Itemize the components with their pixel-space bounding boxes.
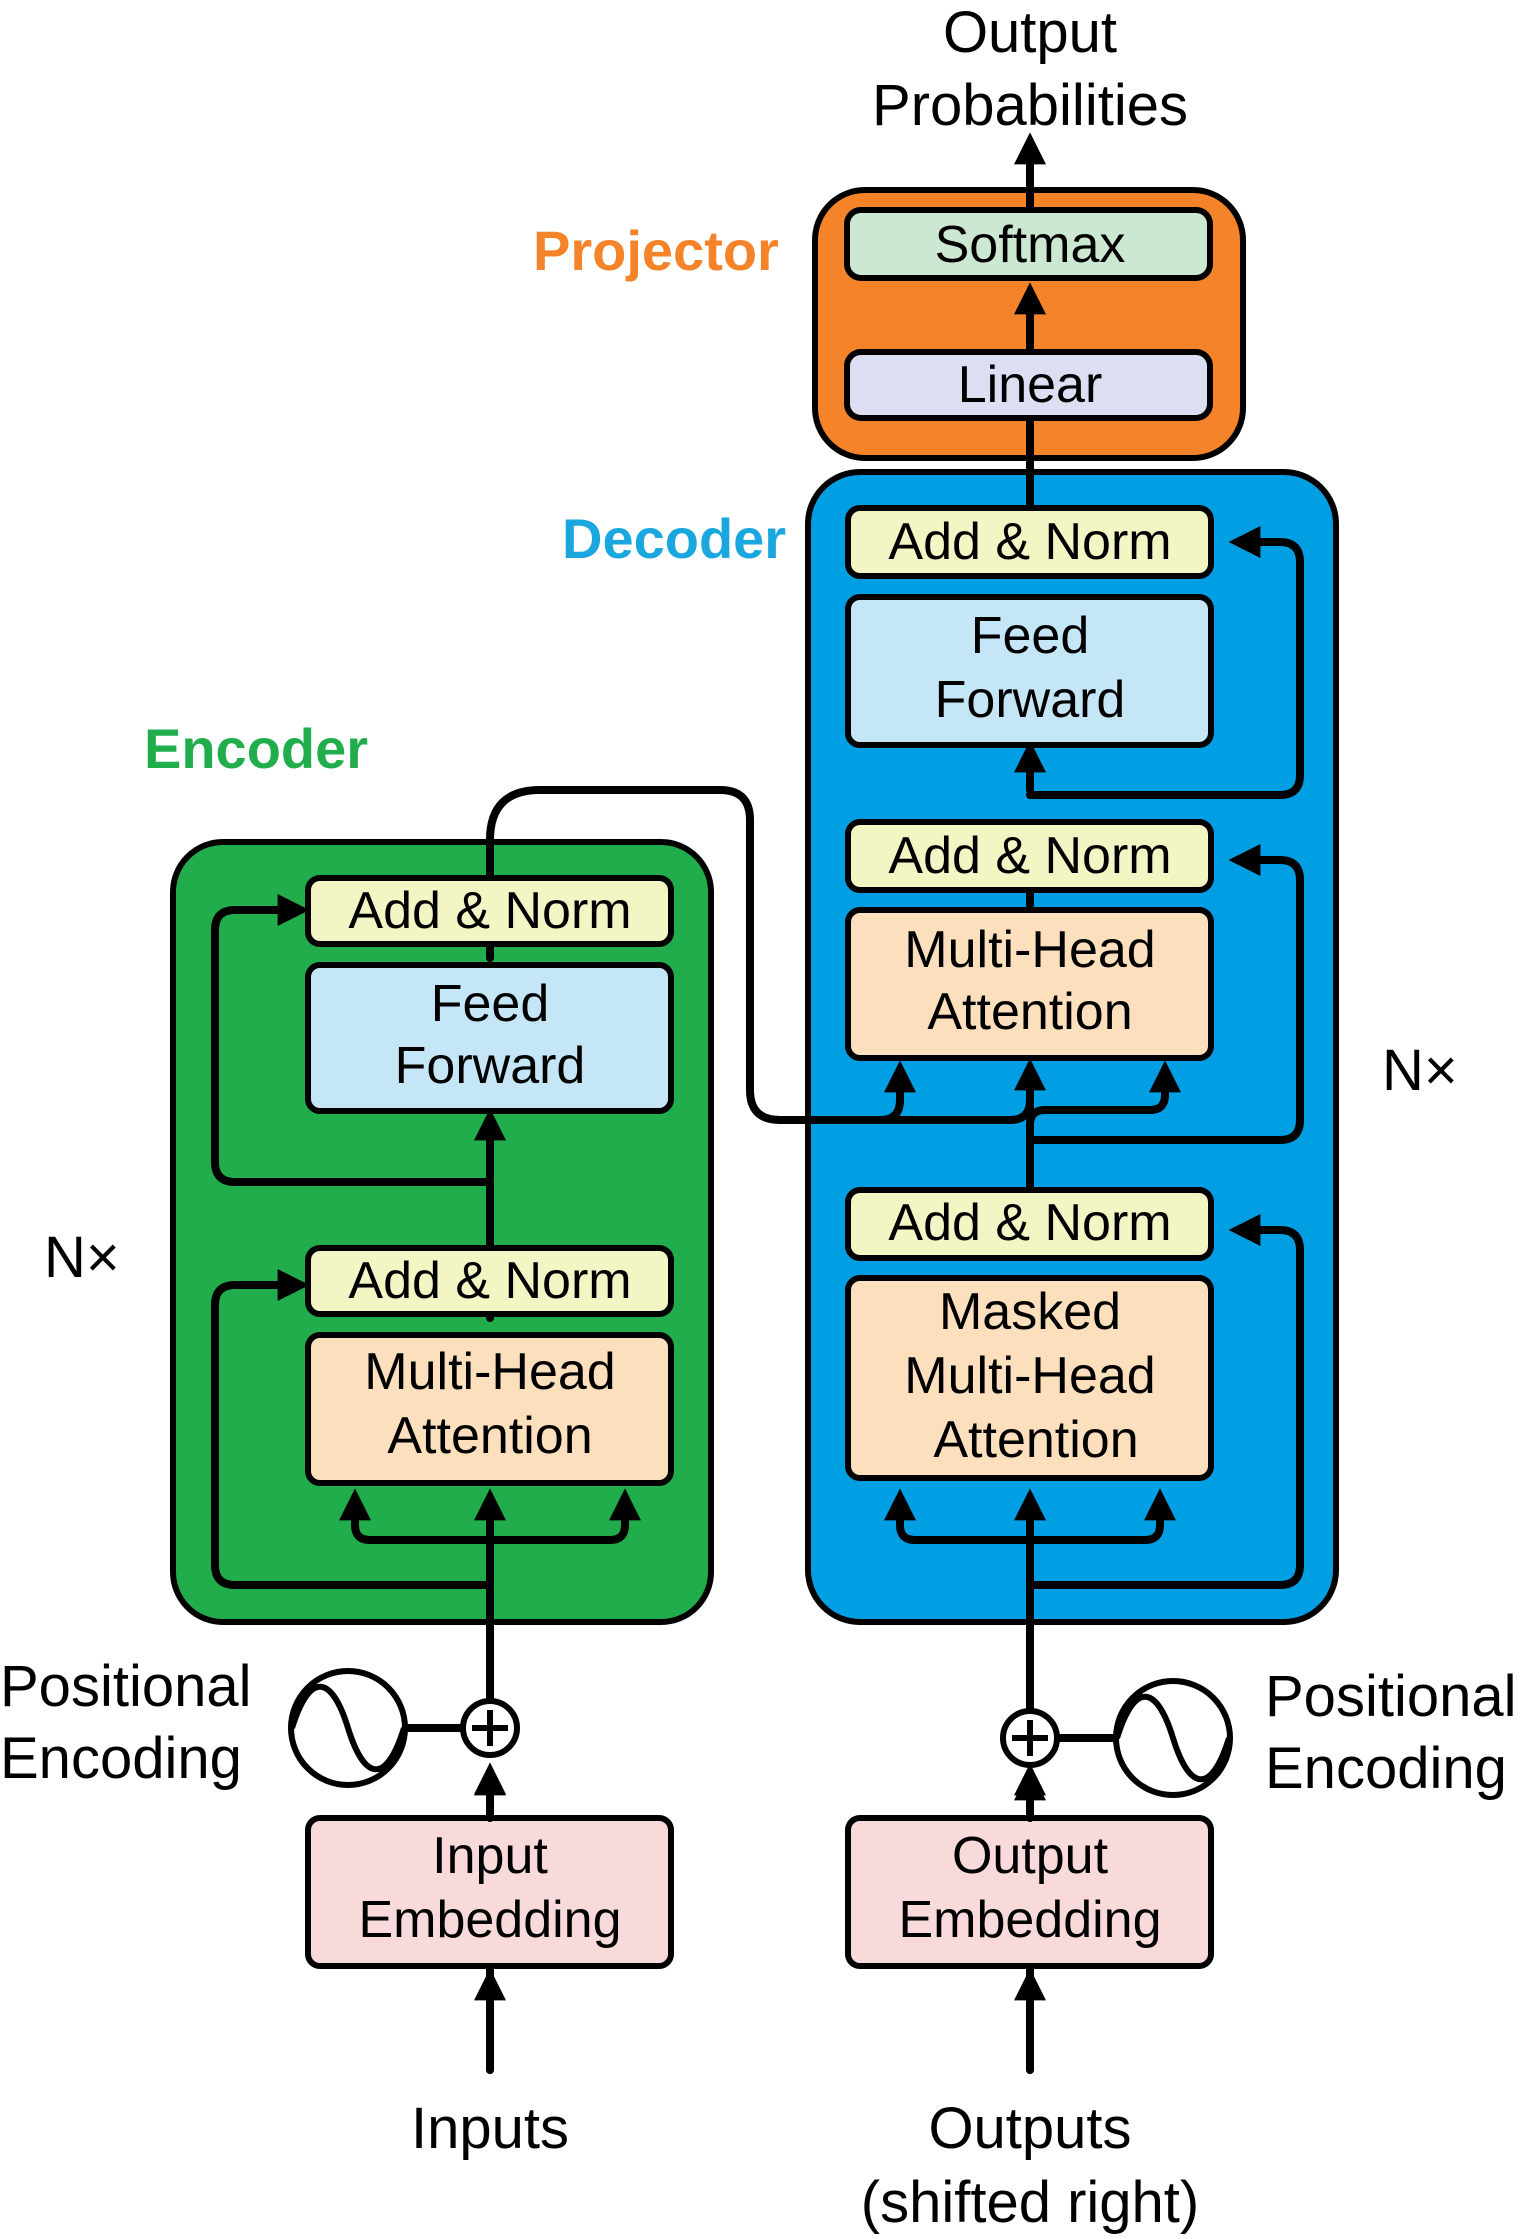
output-embedding-line1: Output	[952, 1827, 1109, 1885]
encoder-add-norm-bottom	[305, 1245, 674, 1317]
encoder-title: Encoder	[144, 717, 368, 780]
decoder-add-norm-mid-label: Add & Norm	[888, 827, 1171, 885]
decoder-add-norm-bottom	[845, 1187, 1214, 1261]
output-probabilities-line1: Output	[943, 0, 1117, 65]
decoder-masked-line3: Attention	[933, 1411, 1138, 1469]
inputs-label: Inputs	[411, 2096, 569, 2161]
decoder-masked-attention	[845, 1275, 1214, 1481]
left-positional-line1: Positional	[0, 1654, 251, 1719]
encoder-add-norm-bottom-label: Add & Norm	[348, 1252, 631, 1310]
decoder-title: Decoder	[562, 507, 786, 570]
decoder-mha-line2: Attention	[927, 983, 1132, 1041]
outputs-line2: (shifted right)	[861, 2170, 1199, 2235]
decoder-multi-head-attention	[845, 907, 1214, 1061]
input-embedding-line1: Input	[432, 1827, 548, 1885]
encoder-feed-forward-line1: Feed	[431, 975, 550, 1033]
output-embedding-line2: Embedding	[898, 1891, 1161, 1949]
outputs-line1: Outputs	[928, 2096, 1131, 2161]
decoder-masked-line1: Masked	[939, 1283, 1121, 1341]
projector-title: Projector	[533, 219, 779, 282]
output-probabilities-line2: Probabilities	[872, 73, 1188, 138]
decoder-feed-forward	[845, 594, 1214, 748]
decoder-repeat-label: N×	[1382, 1038, 1458, 1103]
encoder-feed-forward-line2: Forward	[395, 1037, 586, 1095]
linear-box	[844, 349, 1213, 421]
decoder-add-norm-mid	[845, 819, 1214, 893]
left-positional-line2: Encoding	[0, 1726, 242, 1791]
decoder-add-norm-bottom-label: Add & Norm	[888, 1194, 1171, 1252]
decoder-mha-line1: Multi-Head	[904, 921, 1155, 979]
right-positional-line2: Encoding	[1265, 1736, 1507, 1801]
decoder-add-norm-top	[845, 505, 1214, 579]
decoder-masked-line2: Multi-Head	[904, 1347, 1155, 1405]
input-embedding-line2: Embedding	[358, 1891, 621, 1949]
encoder-add-norm-top-label: Add & Norm	[348, 882, 631, 940]
encoder-mha-line2: Attention	[387, 1407, 592, 1465]
encoder-block	[170, 839, 714, 1625]
encoder-multi-head-attention	[305, 1332, 674, 1486]
softmax-label: Softmax	[935, 216, 1126, 274]
encoder-mha-line1: Multi-Head	[364, 1343, 615, 1401]
encoder-feed-forward	[305, 962, 674, 1114]
right-positional-line1: Positional	[1265, 1664, 1516, 1729]
encoder-repeat-label: N×	[44, 1225, 120, 1290]
decoder-feed-forward-line1: Feed	[971, 607, 1090, 665]
encoder-add-norm-top	[305, 875, 674, 947]
linear-label: Linear	[958, 356, 1103, 414]
decoder-feed-forward-line2: Forward	[935, 671, 1126, 729]
left-sine-wave	[289, 1683, 407, 1773]
softmax-box	[844, 207, 1213, 281]
right-sine-wave	[1114, 1693, 1232, 1783]
decoder-add-norm-top-label: Add & Norm	[888, 513, 1171, 571]
